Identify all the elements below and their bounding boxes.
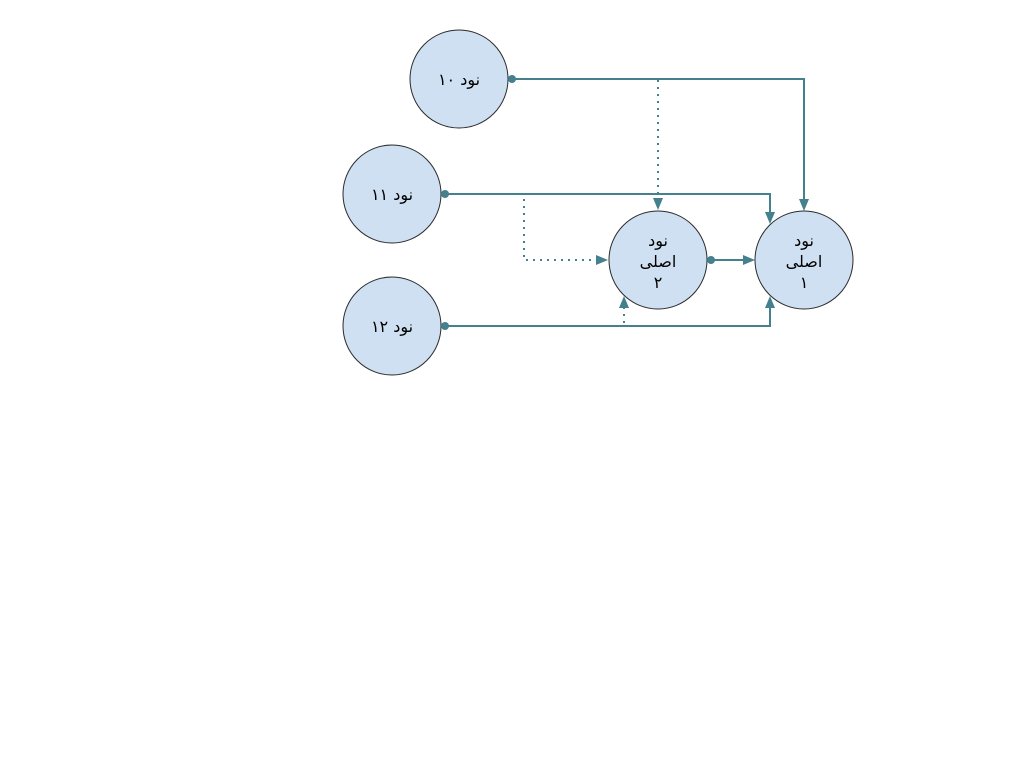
edge-source-dots	[441, 75, 715, 330]
main-node-1-label-line3: ۱	[800, 273, 809, 292]
main-node-1-circle	[754, 210, 854, 310]
main-node-2[interactable]: نود اصلی ۲	[608, 210, 708, 310]
source-dot-node10	[508, 75, 516, 83]
arrowhead-node12-main1	[765, 296, 775, 308]
edge-node12-to-main2	[445, 306, 625, 327]
main-node-1-label-line2: اصلی	[786, 252, 823, 271]
node-12-label: نود ۱۲	[371, 317, 413, 337]
main-node-1-label-line1: نود	[794, 231, 814, 251]
main-node-1[interactable]: نود اصلی ۱	[754, 210, 854, 310]
arrowhead-node10-main1	[799, 199, 809, 211]
source-dot-main2	[707, 256, 715, 264]
arrowhead-node11-main2	[596, 255, 608, 265]
node-10-label: نود ۱۰	[438, 70, 480, 90]
source-dot-node12	[441, 322, 449, 330]
main-node-2-label-line2: اصلی	[640, 252, 677, 271]
edge-node12-to-main1	[445, 306, 771, 327]
arrowhead-node12-main2	[619, 296, 629, 308]
node-11[interactable]: نود ۱۱	[342, 144, 442, 244]
edge-node10-to-main2	[512, 78, 659, 200]
node-10[interactable]: نود ۱۰	[409, 29, 509, 129]
edges	[445, 78, 809, 327]
arrowhead-node11-main1	[765, 212, 775, 224]
source-dot-node11	[441, 190, 449, 198]
node-11-label: نود ۱۱	[371, 185, 413, 205]
edge-node11-to-main2	[445, 193, 598, 261]
edge-node10-to-main1	[512, 78, 805, 201]
main-node-2-label-line3: ۲	[654, 273, 663, 292]
main-node-2-label-line1: نود	[648, 231, 668, 251]
arrowhead-main2-main1	[743, 255, 755, 265]
arrowhead-node10-main2	[653, 198, 663, 210]
node-12[interactable]: نود ۱۲	[342, 276, 442, 376]
edge-node11-to-main1	[445, 193, 771, 214]
